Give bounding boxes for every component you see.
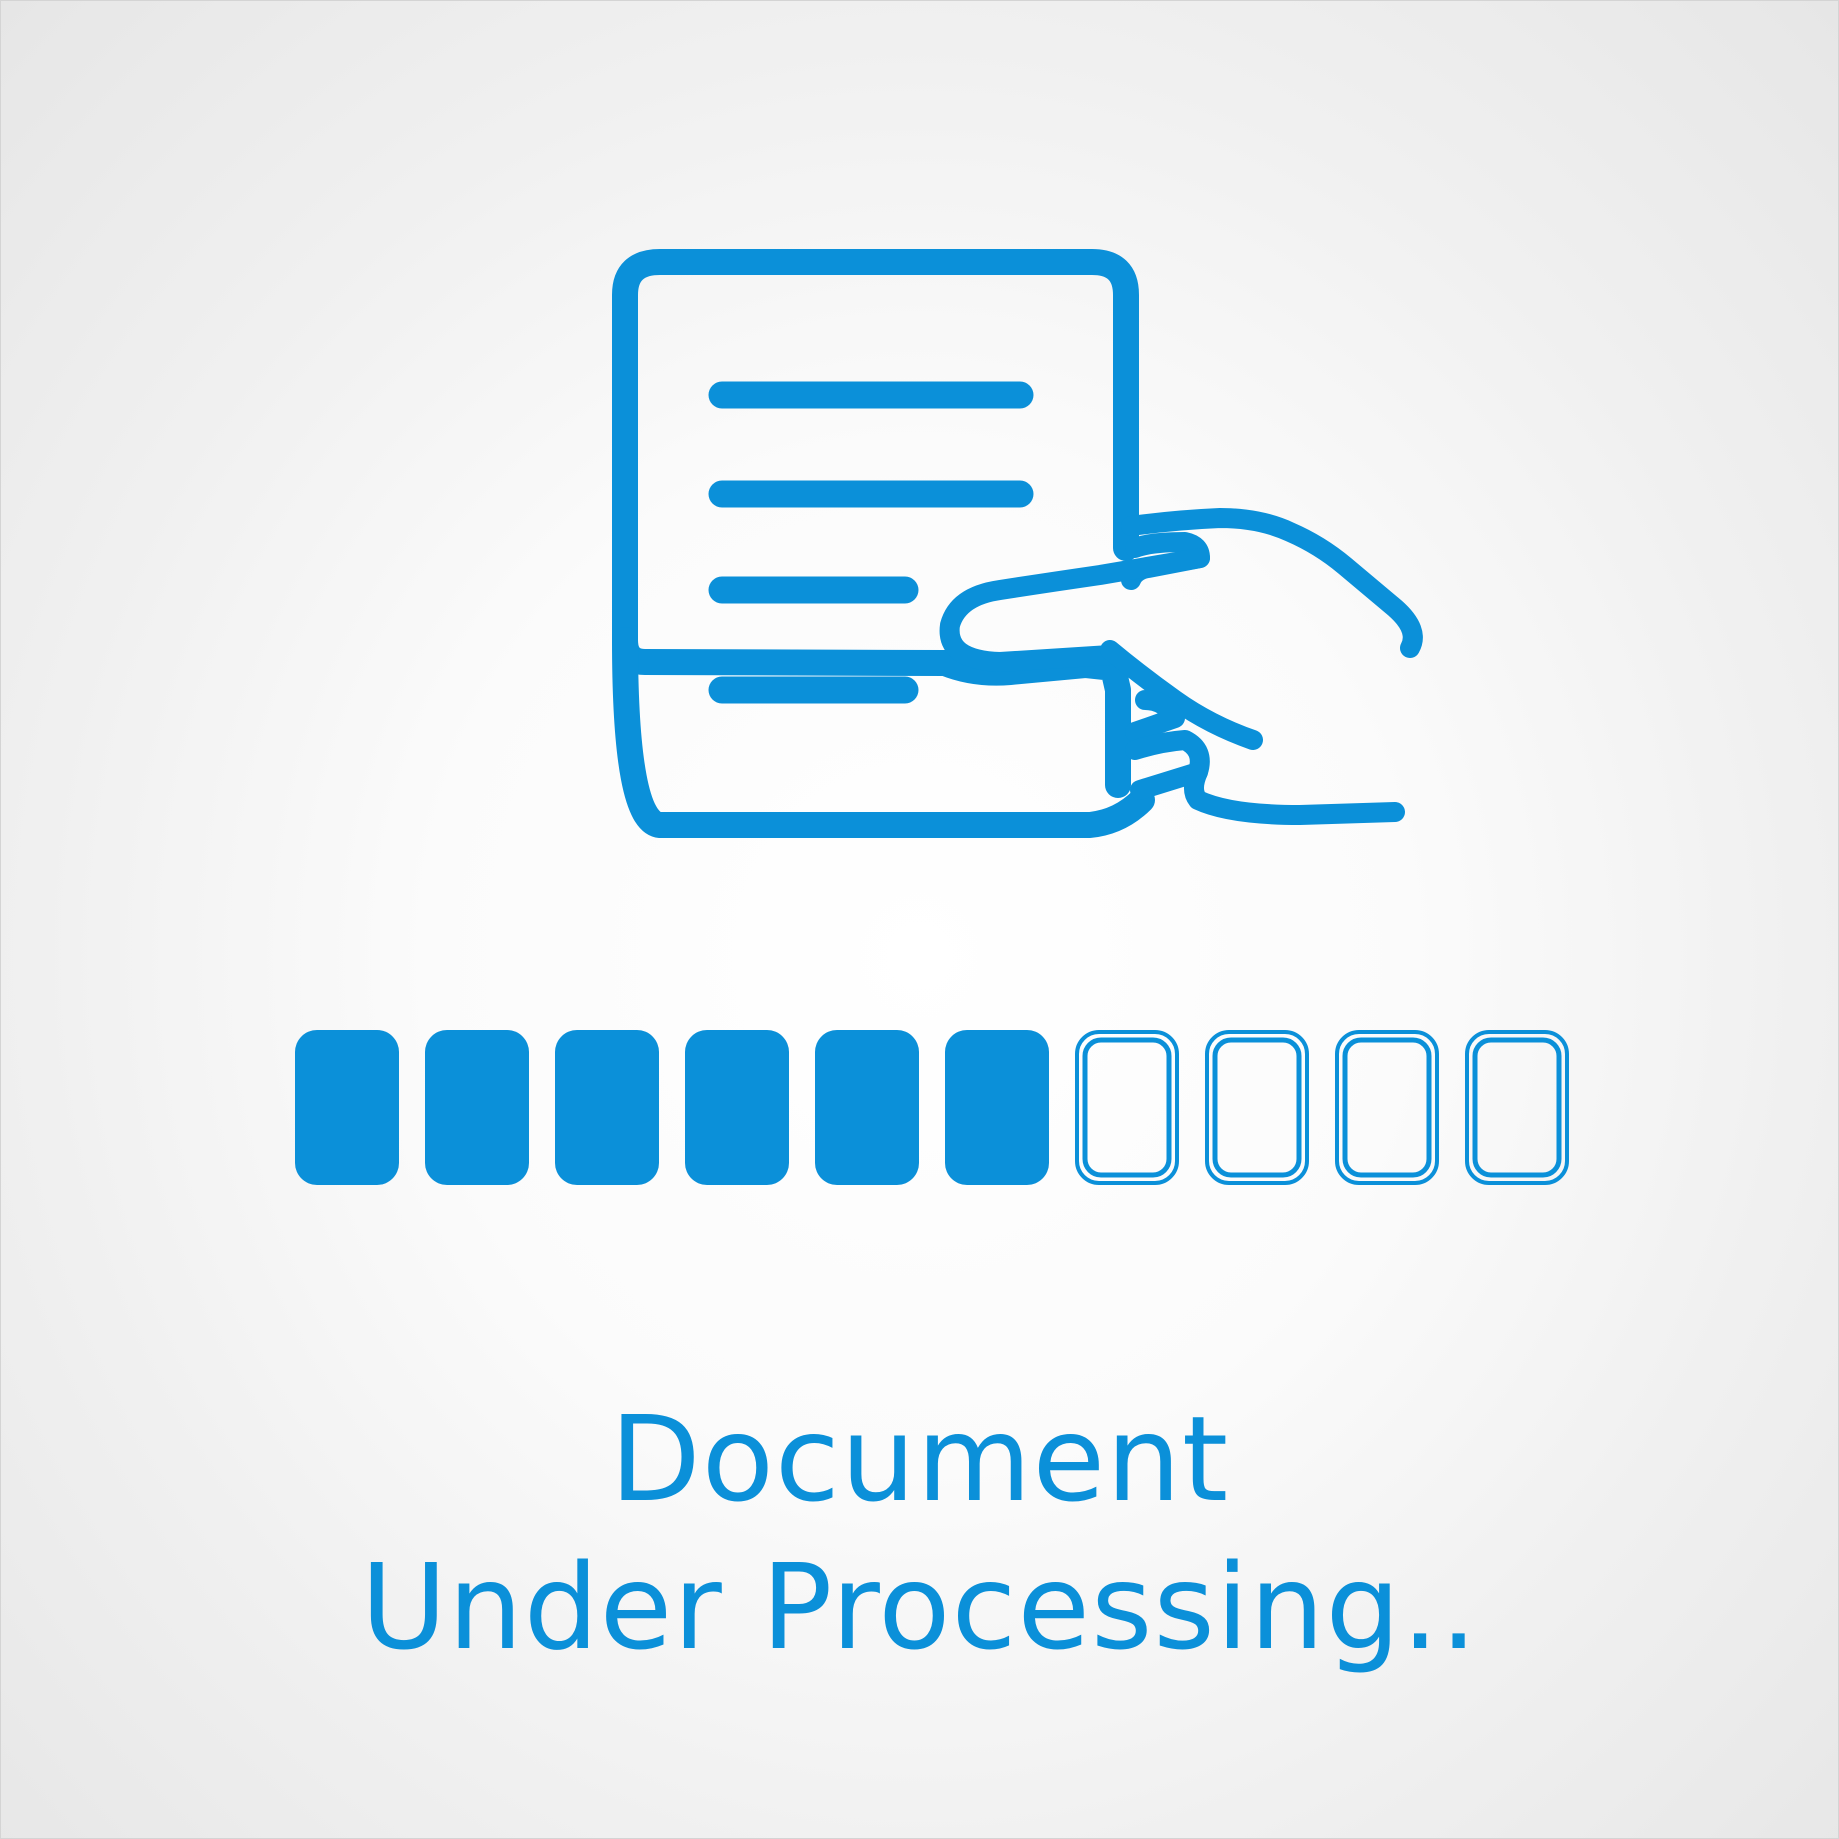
progress-segment-filled <box>425 1030 529 1185</box>
progress-segment-empty <box>1205 1030 1309 1185</box>
progress-segment-empty <box>1465 1030 1569 1185</box>
progress-segment-filled <box>555 1030 659 1185</box>
document-bottom <box>612 627 1155 838</box>
caption-line-2: Under Processing.. <box>360 1538 1479 1676</box>
caption-line-1: Document <box>609 1390 1230 1528</box>
hand-icon <box>939 508 1423 825</box>
progress-segment-filled <box>295 1030 399 1185</box>
document-outline <box>612 249 1139 798</box>
document-hand-icon <box>612 249 1423 838</box>
progress-segment-empty <box>1335 1030 1439 1185</box>
progress-segment-filled <box>945 1030 1049 1185</box>
progress-bar <box>294 1029 1574 1186</box>
progress-segment-filled <box>815 1030 919 1185</box>
progress-segment-filled <box>685 1030 789 1185</box>
progress-segment-empty <box>1075 1030 1179 1185</box>
